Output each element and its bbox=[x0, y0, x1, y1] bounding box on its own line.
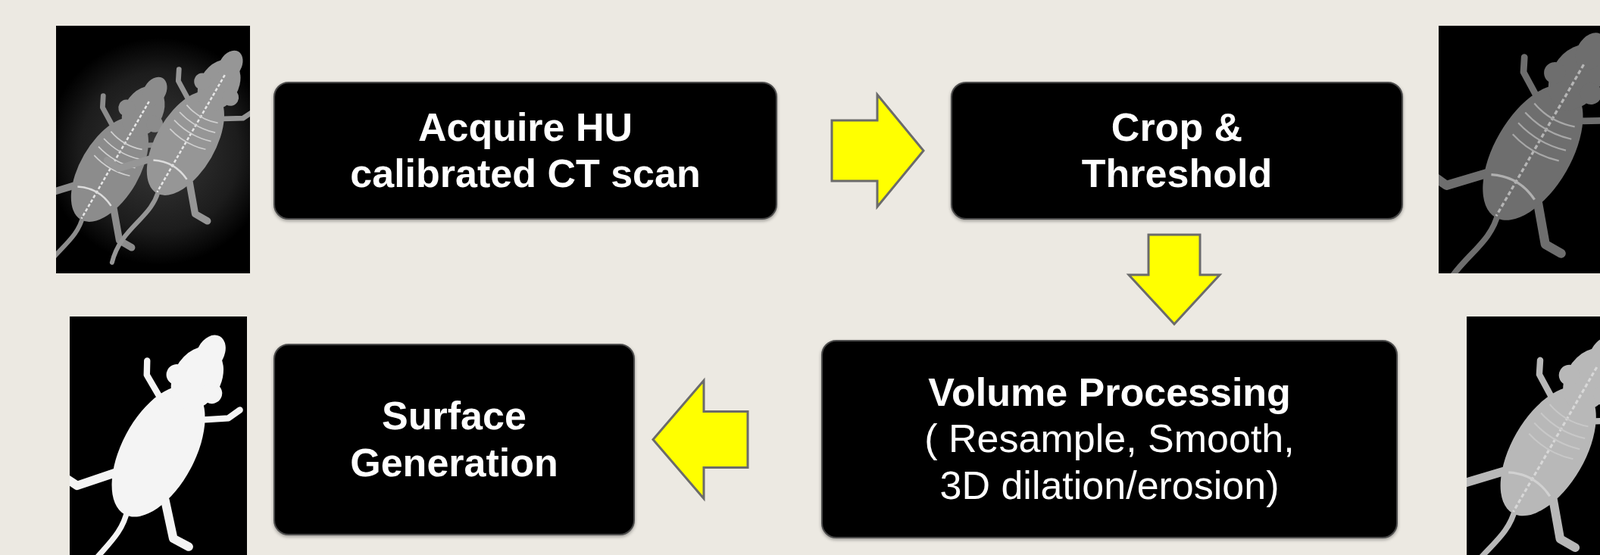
skeleton bbox=[138, 64, 244, 204]
process-box: Acquire HU calibrated CT scan bbox=[273, 81, 778, 220]
cropped-scan-image bbox=[1438, 25, 1600, 274]
skeleton bbox=[1472, 50, 1600, 230]
ct-scan-image bbox=[56, 25, 250, 274]
block-arrow bbox=[831, 94, 924, 207]
process-box: Volume Processing( Resample, Smooth, 3D … bbox=[821, 340, 1398, 539]
block-arrow bbox=[1128, 234, 1220, 325]
box-title: Acquire HU calibrated CT scan bbox=[328, 104, 723, 198]
mouse-figure bbox=[64, 25, 250, 274]
mouse-volume bbox=[1466, 316, 1600, 555]
box-detail: ( Resample, Smooth, 3D dilation/erosion) bbox=[898, 415, 1321, 510]
surface-image bbox=[69, 316, 247, 555]
box-title: Crop & Threshold bbox=[1020, 104, 1334, 198]
mouse-surface bbox=[69, 316, 247, 555]
block-arrow bbox=[653, 381, 748, 500]
box-title: Surface Generation bbox=[305, 393, 604, 487]
voxel-texture bbox=[1490, 354, 1600, 526]
process-box: Surface Generation bbox=[273, 343, 635, 536]
mouse-figure bbox=[1438, 25, 1600, 274]
process-box: Crop & Threshold bbox=[950, 81, 1404, 220]
box-title: Volume Processing bbox=[898, 369, 1321, 416]
processed-volume-image bbox=[1466, 316, 1600, 555]
